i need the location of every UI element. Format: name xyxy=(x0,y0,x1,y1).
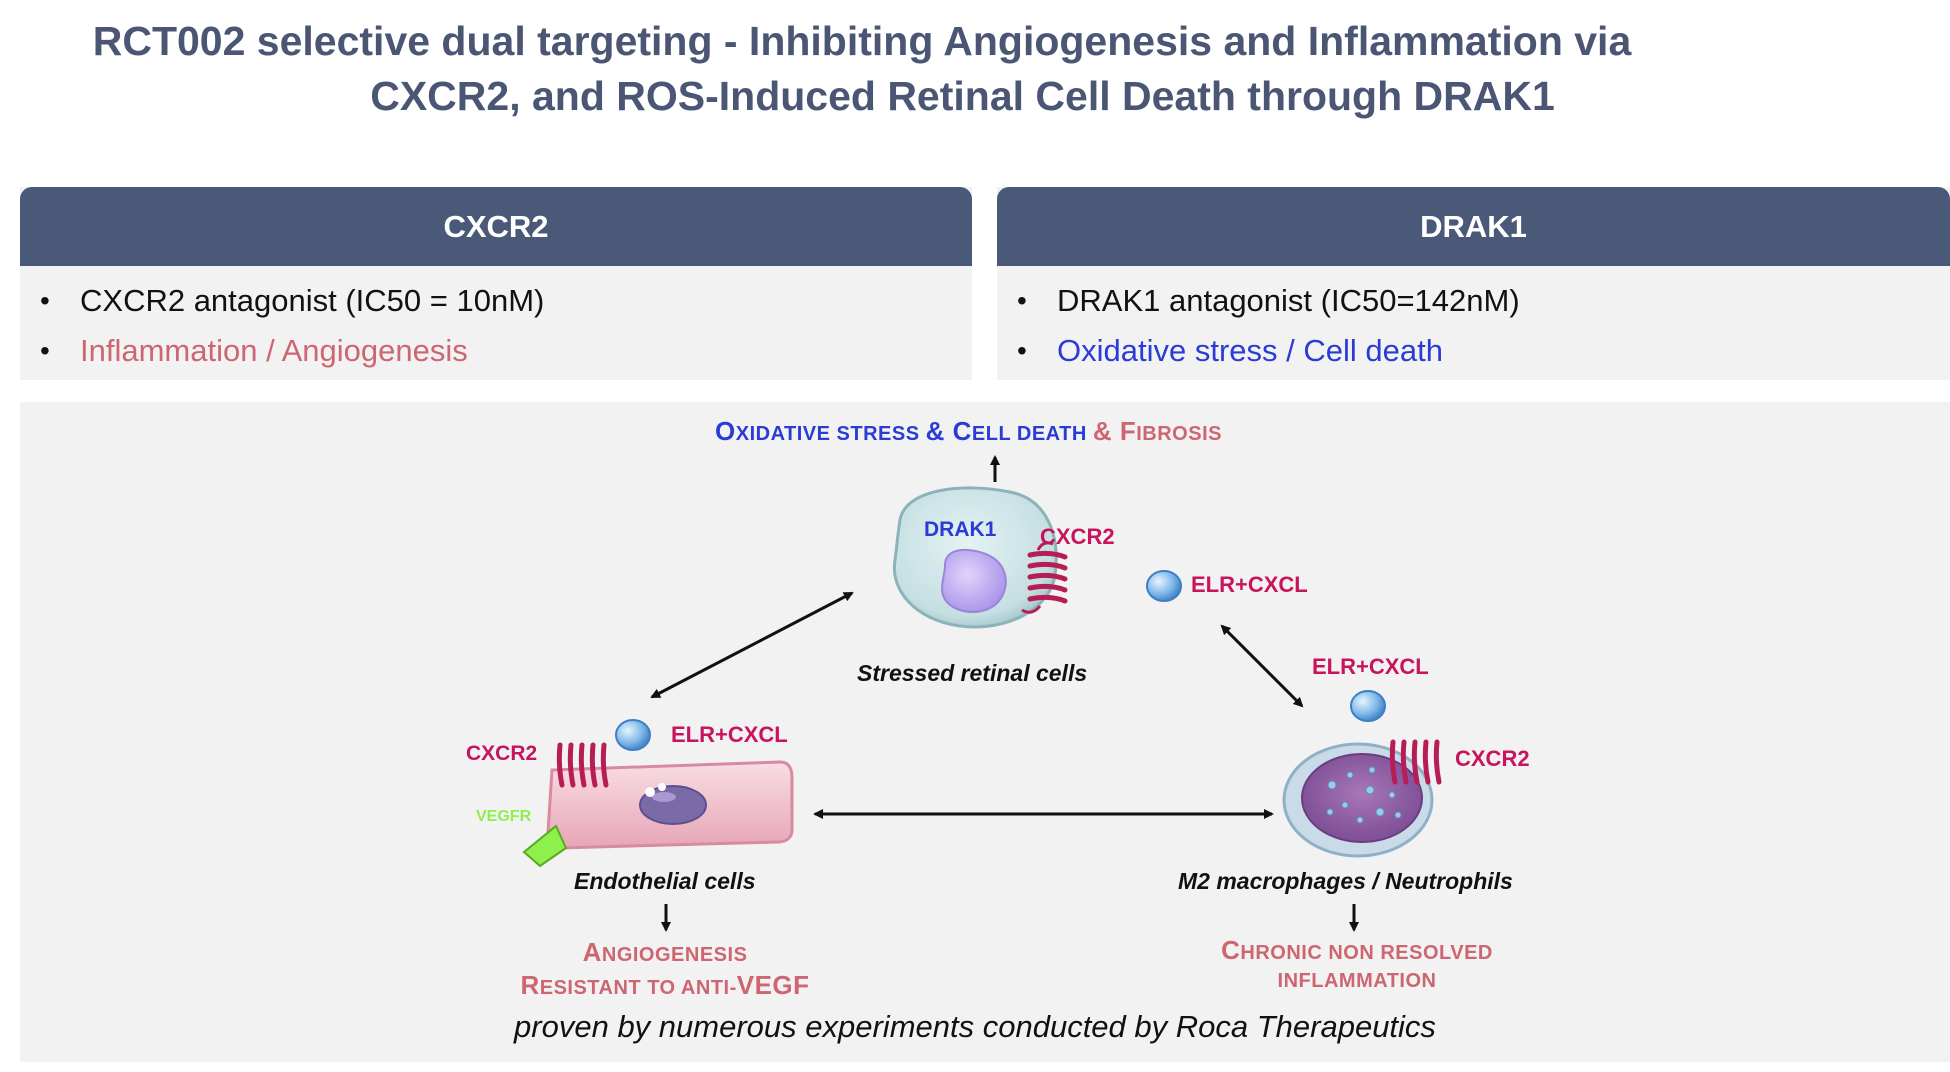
cxcr2-bullet-antagonist: CXCR2 antagonist (IC50 = 10nM) xyxy=(20,276,972,326)
macrophage-cell-caption: M2 macrophages / Neutrophils xyxy=(1178,868,1513,894)
footer-note: proven by numerous experiments conducted… xyxy=(514,1009,1436,1044)
page-title: RCT002 selective dual targeting - Inhibi… xyxy=(0,14,1950,124)
top-outcome-label: OXIDATIVE STRESS & CELL DEATH & FIBROSIS xyxy=(715,416,1222,446)
endothelial-cxcr2-label: CXCR2 xyxy=(466,742,538,765)
ligand-ball-icon xyxy=(1146,570,1182,602)
title-line-1: RCT002 selective dual targeting - Inhibi… xyxy=(92,18,1632,64)
chronic-inflammation-outcome-line2: INFLAMMATION xyxy=(1277,970,1437,992)
drak1-bullet-antagonist: DRAK1 antagonist (IC50=142nM) xyxy=(997,276,1950,326)
ligand-ball-icon xyxy=(1350,690,1386,722)
endothelial-cell-icon xyxy=(522,742,794,868)
arrow-ligand-macrophage xyxy=(1220,624,1304,708)
cxcr2-panel: CXCR2 CXCR2 antagonist (IC50 = 10nM) Inf… xyxy=(20,187,972,380)
vegfr-label: VEGFR xyxy=(476,808,532,825)
drak1-panel: DRAK1 DRAK1 antagonist (IC50=142nM) Oxid… xyxy=(997,187,1950,380)
drak1-bullet-effect: Oxidative stress / Cell death xyxy=(997,326,1950,376)
cxcr2-bullet-list: CXCR2 antagonist (IC50 = 10nM) Inflammat… xyxy=(20,266,972,376)
macrophage-ligand-label: ELR+CXCL xyxy=(1312,654,1429,679)
drak1-bullet-list: DRAK1 antagonist (IC50=142nM) Oxidative … xyxy=(997,266,1950,376)
angiogenesis-outcome: ANGIOGENESIS xyxy=(582,937,748,967)
endothelial-cell-caption: Endothelial cells xyxy=(574,868,756,894)
retinal-cell-caption: Stressed retinal cells xyxy=(857,660,1088,686)
top-ligand-label: ELR+CXCL xyxy=(1191,572,1308,597)
anti-vegf-resistance-outcome: RESISTANT TO ANTI-VEGF xyxy=(520,970,810,1000)
cxcr2-panel-header: CXCR2 xyxy=(20,187,972,266)
drak1-panel-header: DRAK1 xyxy=(997,187,1950,266)
macrophage-cxcr2-label: CXCR2 xyxy=(1455,746,1530,771)
retinal-drak1-label: DRAK1 xyxy=(924,518,997,541)
title-line-2: CXCR2, and ROS-Induced Retinal Cell Deat… xyxy=(370,73,1555,119)
cxcr2-bullet-effect: Inflammation / Angiogenesis xyxy=(20,326,972,376)
endothelial-ligand-label: ELR+CXCL xyxy=(671,722,788,747)
retinal-cxcr2-label: CXCR2 xyxy=(1040,524,1115,549)
chronic-inflammation-outcome-line1: CHRONIC NON RESOLVED xyxy=(1221,935,1493,965)
ligand-ball-icon xyxy=(615,719,651,751)
retinal-cell-icon xyxy=(892,486,1068,629)
macrophage-cell-icon xyxy=(1282,739,1442,858)
arrow-retinal-endothelial xyxy=(650,591,854,699)
